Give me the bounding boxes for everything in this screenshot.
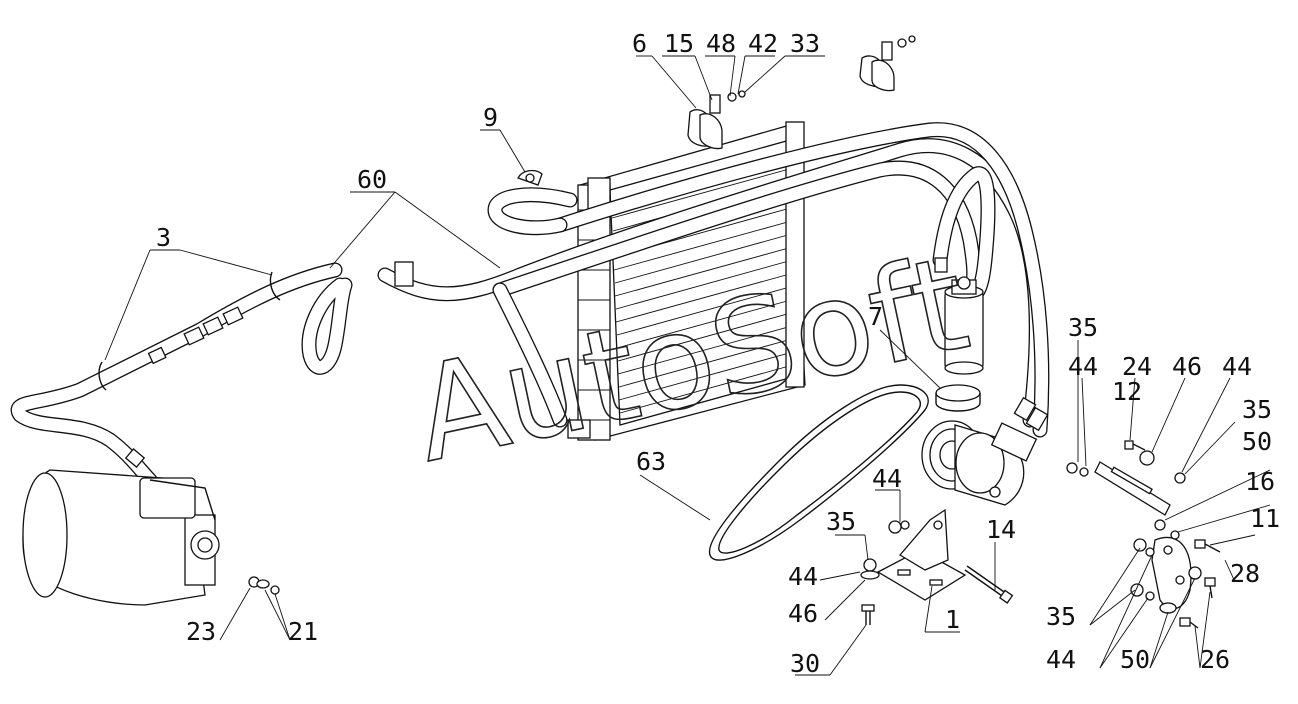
drive-belt <box>708 384 929 561</box>
callout-24: 24 <box>1122 352 1152 381</box>
callout-6: 6 <box>632 29 647 58</box>
leader-lines <box>104 55 1271 676</box>
callout-labels: 6 15 48 42 33 9 60 3 7 35 44 24 46 44 12… <box>156 29 1280 678</box>
callout-7: 7 <box>868 302 883 331</box>
callout-60: 60 <box>357 165 387 194</box>
callout-35-right: 35 <box>1242 395 1272 424</box>
bracket-fasteners <box>860 520 910 580</box>
sealing-ring-7 <box>935 384 981 412</box>
callout-3: 3 <box>156 223 171 252</box>
callout-11: 11 <box>1250 504 1280 533</box>
belt-tensioner <box>1066 440 1221 629</box>
compressor <box>921 420 1038 506</box>
evaporator-fasteners <box>248 576 280 595</box>
hose-fittings <box>124 257 1049 469</box>
callout-50-bottom: 50 <box>1120 645 1150 674</box>
refrigerant-hoses <box>10 122 1050 488</box>
callout-35-top: 35 <box>1068 313 1098 342</box>
callout-21: 21 <box>288 617 318 646</box>
callout-42: 42 <box>748 29 778 58</box>
callout-14: 14 <box>986 515 1016 544</box>
callout-26: 26 <box>1200 645 1230 674</box>
callout-48: 48 <box>706 29 736 58</box>
callout-30: 30 <box>790 649 820 678</box>
callout-28: 28 <box>1230 559 1260 588</box>
callout-15: 15 <box>664 29 694 58</box>
long-bolt <box>964 565 1014 604</box>
callout-23: 23 <box>186 617 216 646</box>
callout-44-bracket: 44 <box>872 464 902 493</box>
callout-33: 33 <box>790 29 820 58</box>
callout-44-bottom: 44 <box>1046 645 1076 674</box>
callout-50-top: 50 <box>1242 427 1272 456</box>
callout-9: 9 <box>483 103 498 132</box>
callout-46-top: 46 <box>1172 352 1202 381</box>
callout-63: 63 <box>636 447 666 476</box>
compressor-bracket <box>876 508 967 601</box>
callout-46-left: 46 <box>788 599 818 628</box>
callout-35-bracket: 35 <box>826 507 856 536</box>
receiver-drier <box>944 276 984 375</box>
callout-35-bottom: 35 <box>1046 602 1076 631</box>
callout-44-top-right: 44 <box>1222 352 1252 381</box>
callout-1: 1 <box>945 605 960 634</box>
clamps-top <box>517 35 916 186</box>
callout-44-left: 44 <box>788 562 818 591</box>
evaporator-unit <box>22 469 220 606</box>
bolt-30 <box>861 604 875 625</box>
callout-12: 12 <box>1112 377 1142 406</box>
callout-16: 16 <box>1245 467 1275 496</box>
callout-44-top: 44 <box>1068 352 1098 381</box>
